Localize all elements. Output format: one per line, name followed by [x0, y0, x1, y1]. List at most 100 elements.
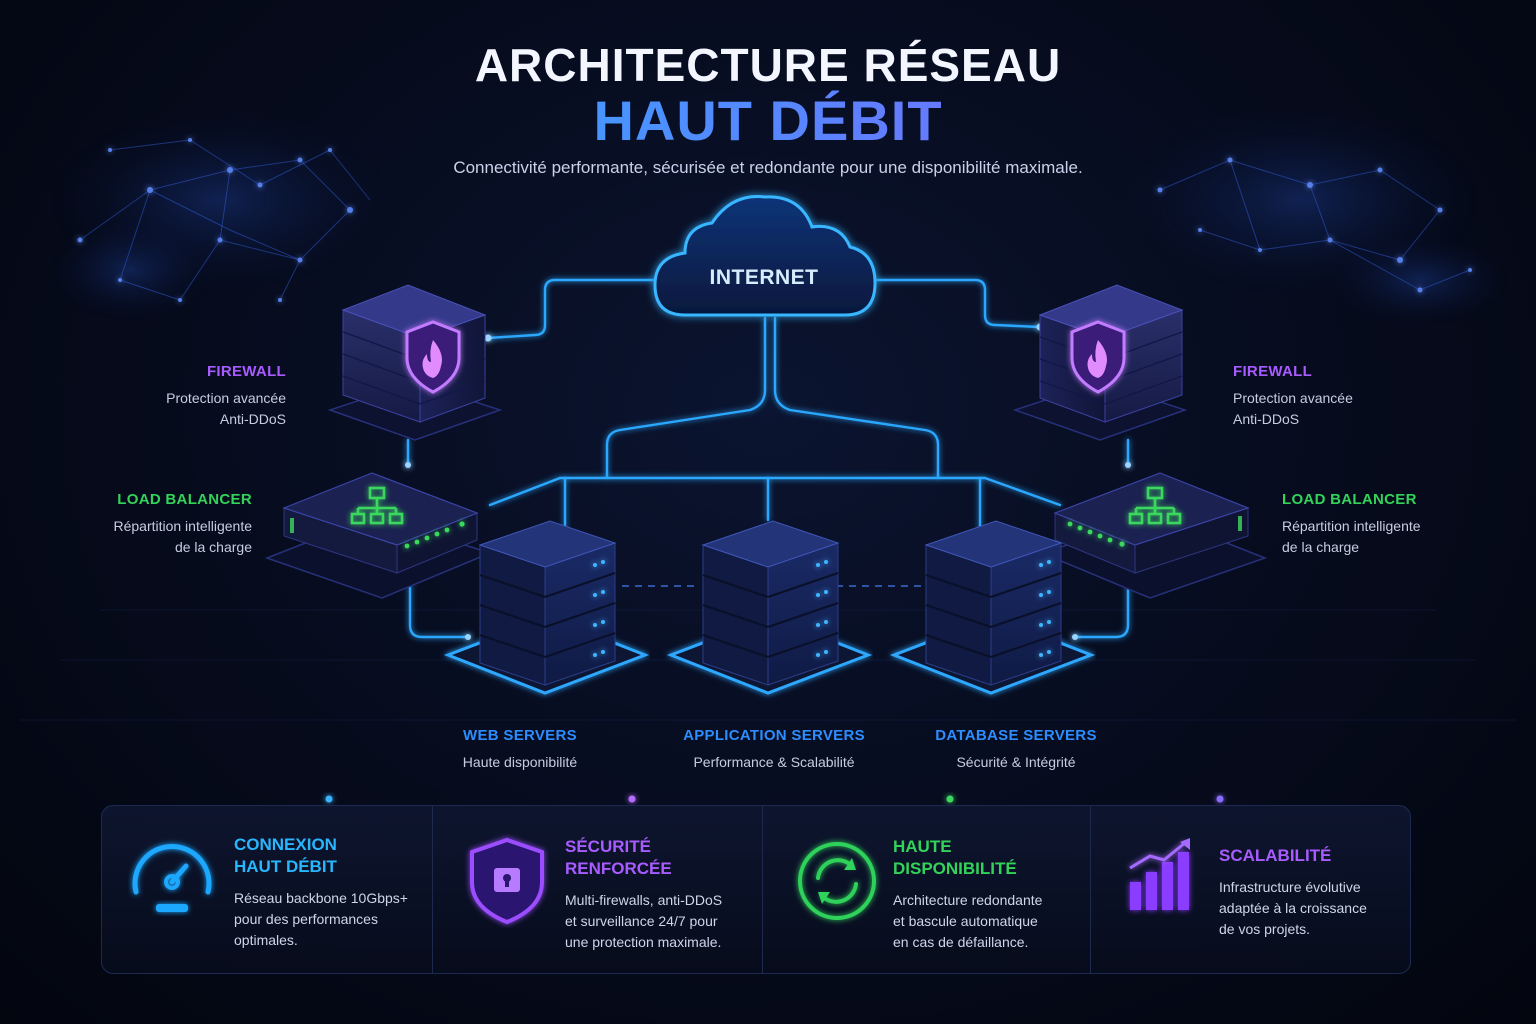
- feature-security: SÉCURITÉ RENFORCÉE Multi-firewalls, anti…: [565, 836, 722, 953]
- shield-fire-icon: [1070, 320, 1126, 394]
- feature-speed-desc-line3: optimales.: [234, 932, 298, 948]
- load-balancer-right-desc: Répartition intelligente de la charge: [1282, 516, 1421, 558]
- application-servers-desc: Performance & Scalabilité: [693, 754, 855, 770]
- web-servers-rack: [443, 520, 650, 695]
- firewall-left-desc: Protection avancée Anti-DDoS: [166, 388, 286, 430]
- line-lb-web: [408, 573, 470, 639]
- database-servers-label: DATABASE SERVERS Sécurité & Intégrité: [900, 727, 1132, 773]
- line-lb-db: [1073, 578, 1130, 639]
- database-servers-title: DATABASE SERVERS: [935, 727, 1097, 744]
- panel-separator: [762, 806, 763, 973]
- world-map-right: [1120, 105, 1510, 325]
- node-dot: [1072, 634, 1078, 640]
- feature-speed-title: CONNEXION HAUT DÉBIT: [234, 834, 408, 878]
- database-servers-rack: [889, 520, 1096, 695]
- feature-speed-desc: Réseau backbone 10Gbps+ pour des perform…: [234, 888, 408, 951]
- firewall-right-device: [1012, 284, 1188, 441]
- feature-speed-desc-line1: Réseau backbone 10Gbps+: [234, 890, 408, 906]
- feature-security-desc-line3: une protection maximale.: [565, 934, 722, 950]
- feature-divider: [100, 795, 1412, 803]
- load-balancer-left-desc: Répartition intelligente de la charge: [113, 516, 252, 558]
- feature-availability-desc-line2: et bascule automatique: [893, 913, 1038, 929]
- cloud-label: INTERNET: [709, 266, 819, 289]
- web-servers-title: WEB SERVERS: [463, 727, 577, 744]
- firewall-left-device: [327, 284, 503, 441]
- firewall-left-desc-line2: Anti-DDoS: [219, 411, 286, 427]
- line-distribution: [488, 476, 1062, 507]
- feature-availability: HAUTE DISPONIBILITÉ Architecture redonda…: [893, 836, 1042, 953]
- feature-availability-title-line1: HAUTE: [893, 837, 952, 856]
- application-servers-title: APPLICATION SERVERS: [683, 727, 865, 744]
- load-balancer-left-desc-line1: Répartition intelligente: [113, 518, 252, 534]
- node-dot: [465, 634, 471, 640]
- feature-scalability-desc-line2: adaptée à la croissance: [1219, 900, 1367, 916]
- feature-security-desc: Multi-firewalls, anti-DDoS et surveillan…: [565, 890, 722, 953]
- feature-availability-desc-line1: Architecture redondante: [893, 892, 1043, 908]
- panel-separator: [1090, 806, 1091, 973]
- world-map-left: [50, 110, 390, 320]
- speedometer-icon: [132, 844, 212, 912]
- firewall-left-title: FIREWALL: [206, 363, 286, 380]
- shield-lock-icon: [470, 837, 544, 925]
- feature-speed-title-line2: HAUT DÉBIT: [234, 857, 337, 876]
- web-servers-label: WEB SERVERS Haute disponibilité: [420, 727, 620, 773]
- load-balancer-right-device: [1040, 472, 1268, 599]
- application-servers-label: APPLICATION SERVERS Performance & Scalab…: [654, 727, 894, 773]
- firewall-right-desc: Protection avancée Anti-DDoS: [1233, 388, 1353, 430]
- line-trunk-right: [773, 316, 940, 480]
- load-balancer-right-title: LOAD BALANCER: [1282, 491, 1417, 508]
- line-cloud-firewall-left: [486, 278, 670, 340]
- features-panel: [101, 805, 1411, 974]
- feature-speed-desc-line2: pour des performances: [234, 911, 378, 927]
- firewall-left-desc-line1: Protection avancée: [166, 390, 286, 406]
- firewall-right-desc-line2: Anti-DDoS: [1233, 411, 1300, 427]
- load-balancer-left-desc-line2: de la charge: [174, 539, 252, 555]
- feature-security-title: SÉCURITÉ RENFORCÉE: [565, 836, 722, 880]
- feature-speed-title-line1: CONNEXION: [234, 835, 337, 854]
- refresh-cycle-icon: [798, 842, 876, 920]
- load-balancer-left-device: [264, 472, 492, 599]
- feature-availability-desc: Architecture redondante et bascule autom…: [893, 890, 1042, 953]
- load-balancer-right-desc-line2: de la charge: [1282, 539, 1360, 555]
- internet-cloud: [653, 195, 877, 317]
- load-balancer-right-desc-line1: Répartition intelligente: [1282, 518, 1421, 534]
- feature-scalability-desc-line3: de vos projets.: [1219, 921, 1311, 937]
- feature-scalability-desc-line1: Infrastructure évolutive: [1219, 879, 1361, 895]
- node-dot: [484, 334, 492, 342]
- network-hierarchy-icon: [1128, 486, 1182, 525]
- database-servers-desc: Sécurité & Intégrité: [956, 754, 1076, 770]
- network-hierarchy-icon: [350, 486, 404, 525]
- firewall-left-label: FIREWALL Protection avancée Anti-DDoS: [166, 363, 286, 430]
- feature-security-desc-line1: Multi-firewalls, anti-DDoS: [565, 892, 723, 908]
- line-trunk-left: [605, 316, 767, 480]
- web-servers-desc: Haute disponibilité: [462, 754, 578, 770]
- load-balancer-left-title: LOAD BALANCER: [117, 491, 252, 508]
- page-title-highlight: HAUT DÉBIT: [0, 88, 1536, 153]
- shield-fire-icon: [405, 320, 461, 394]
- feature-availability-title-line2: DISPONIBILITÉ: [893, 859, 1017, 878]
- feature-scalability-desc: Infrastructure évolutive adaptée à la cr…: [1219, 877, 1367, 940]
- feature-availability-title: HAUTE DISPONIBILITÉ: [893, 836, 1042, 880]
- firewall-right-label: FIREWALL Protection avancée Anti-DDoS: [1233, 363, 1353, 430]
- page-title: ARCHITECTURE RÉSEAU: [474, 39, 1062, 91]
- line-cloud-firewall-right: [858, 278, 1042, 329]
- load-balancer-right-label: LOAD BALANCER Répartition intelligente d…: [1282, 491, 1421, 558]
- panel-separator: [432, 806, 433, 973]
- feature-security-desc-line2: et surveillance 24/7 pour: [565, 913, 718, 929]
- feature-scalability: SCALABILITÉ Infrastructure évolutive ada…: [1219, 845, 1367, 940]
- growth-chart-icon: [1129, 838, 1190, 910]
- feature-scalability-title: SCALABILITÉ: [1219, 846, 1332, 865]
- node-dot: [1125, 462, 1131, 468]
- application-servers-rack: [666, 520, 873, 695]
- feature-security-title-line1: SÉCURITÉ: [565, 837, 651, 856]
- feature-availability-desc-line3: en cas de défaillance.: [893, 934, 1029, 950]
- page-subtitle: Connectivité performante, sécurisée et r…: [453, 158, 1083, 177]
- feature-speed: CONNEXION HAUT DÉBIT Réseau backbone 10G…: [234, 834, 408, 951]
- firewall-right-desc-line1: Protection avancée: [1233, 390, 1353, 406]
- node-dot: [405, 462, 411, 468]
- firewall-right-title: FIREWALL: [1233, 363, 1313, 380]
- feature-security-title-line2: RENFORCÉE: [565, 859, 672, 878]
